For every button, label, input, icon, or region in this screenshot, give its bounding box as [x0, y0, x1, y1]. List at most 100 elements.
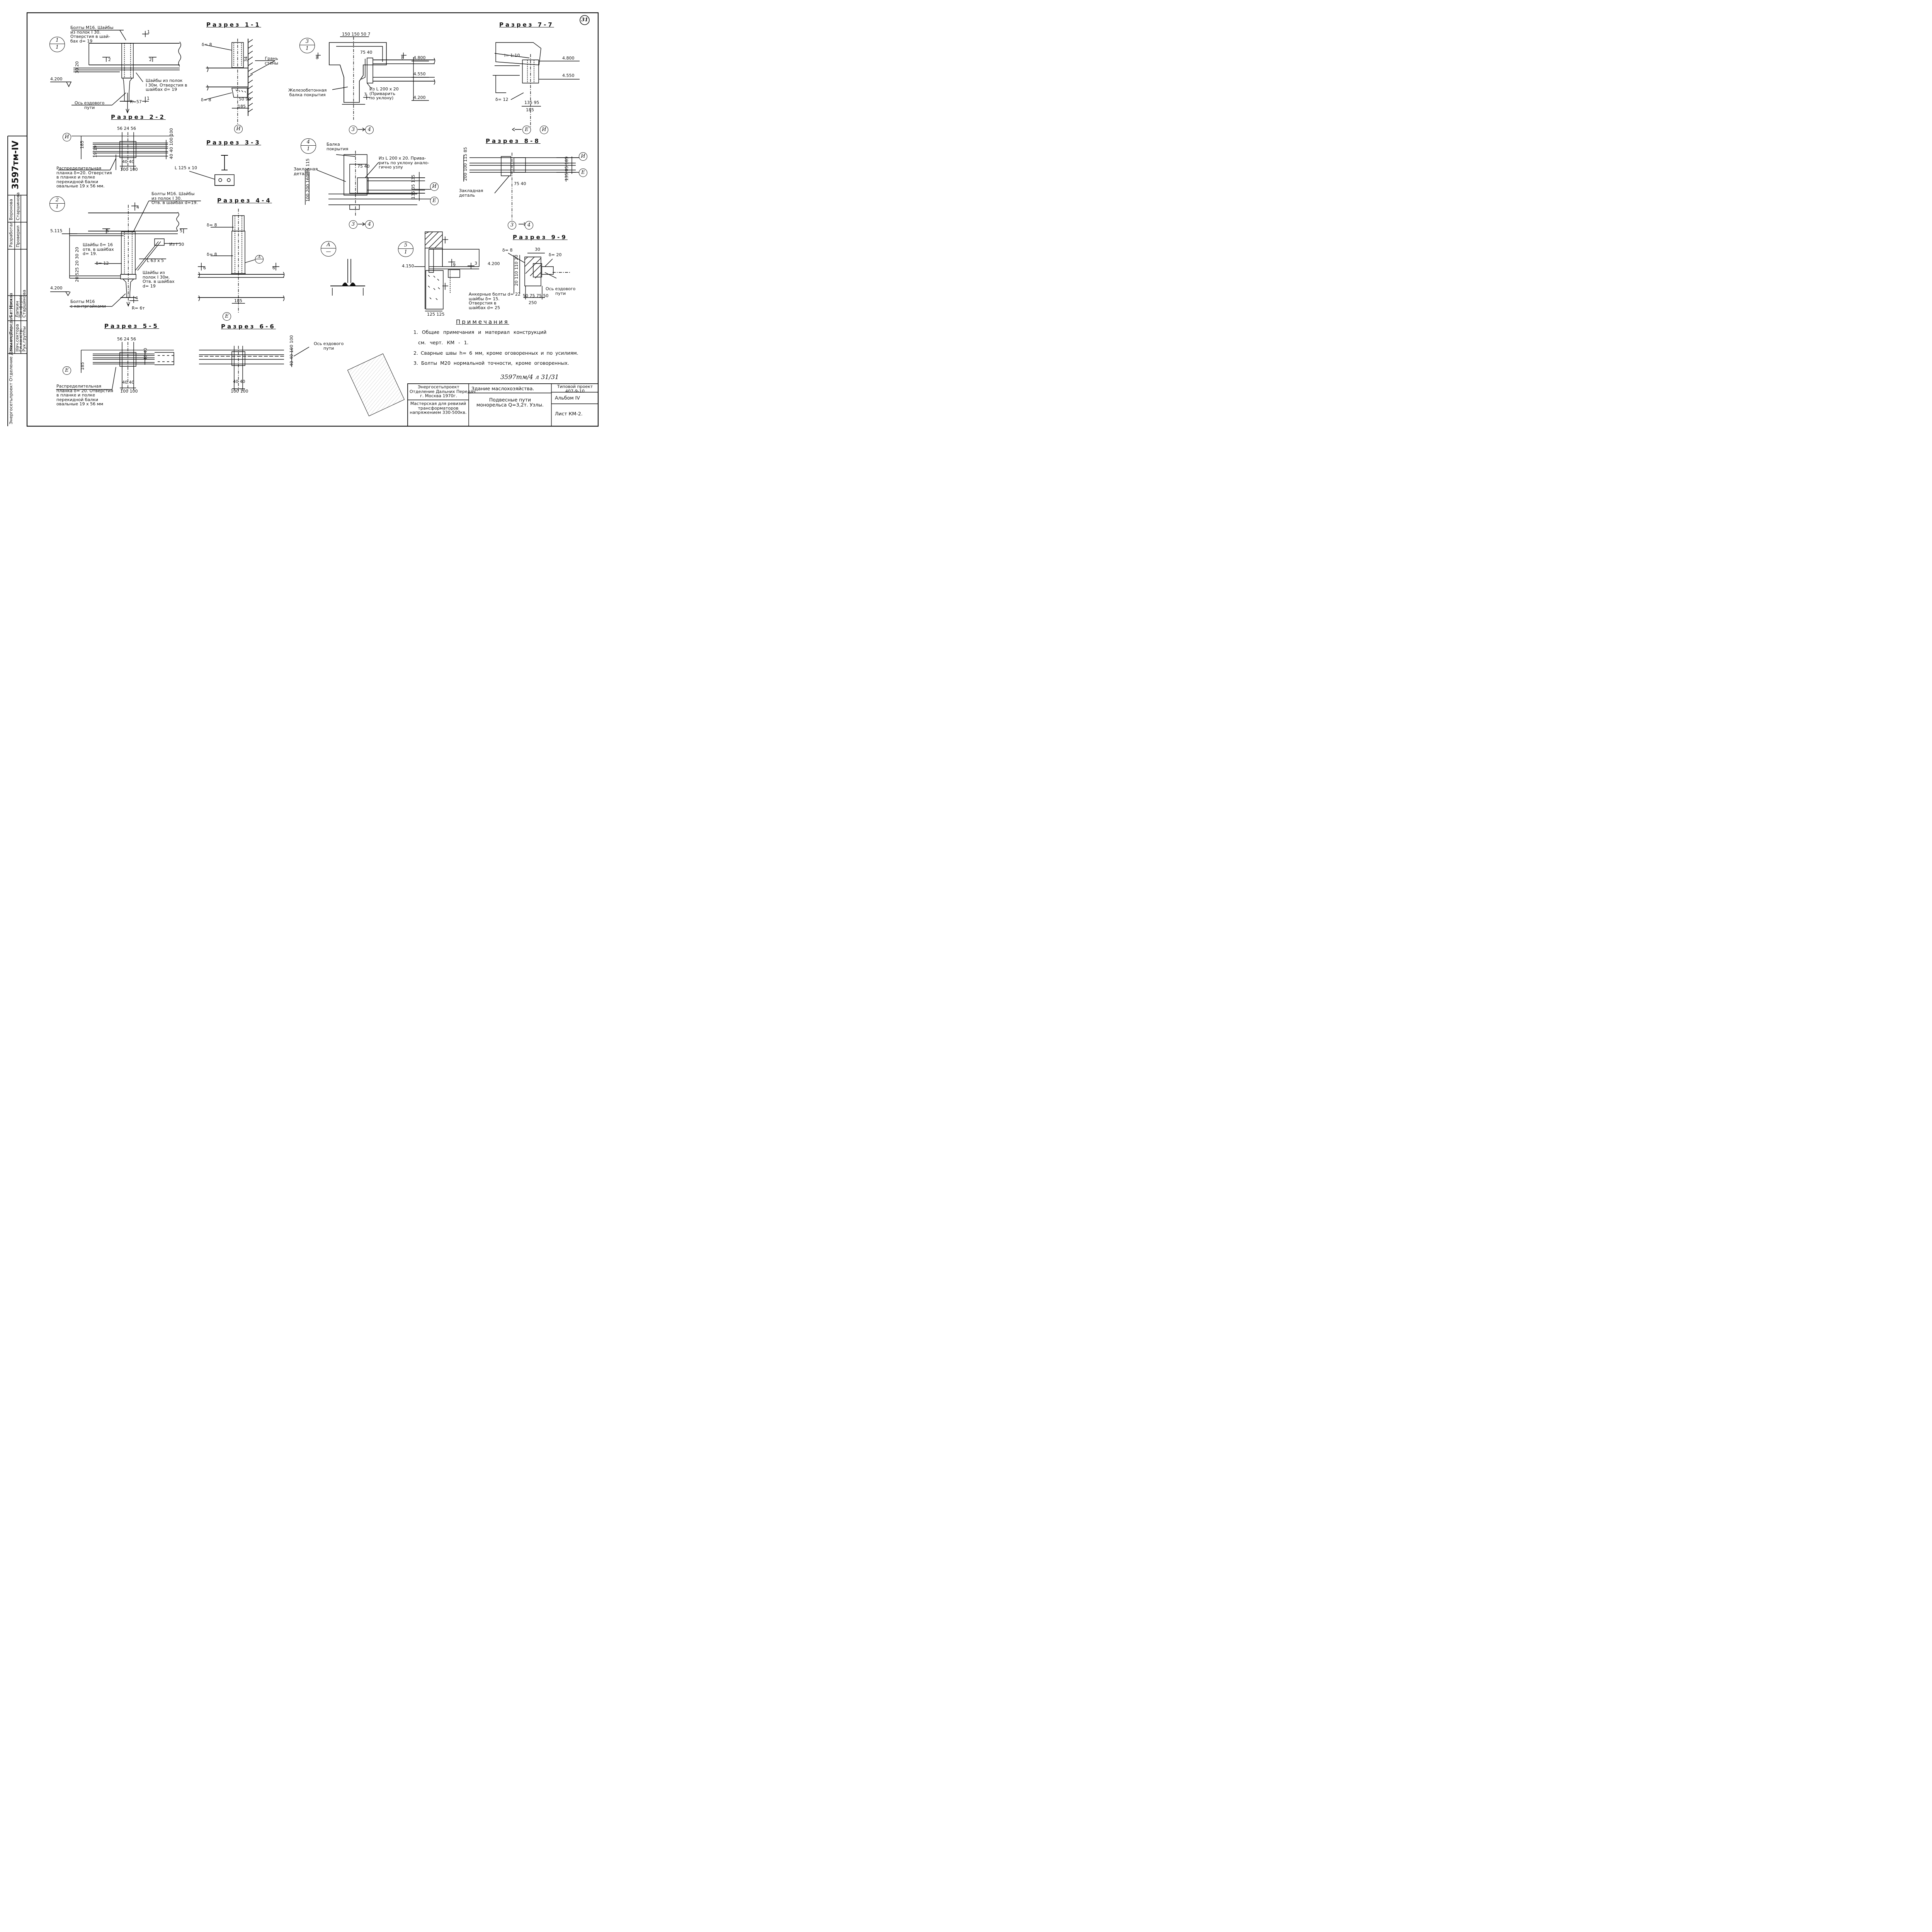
sec5-dim-left: 185 — [80, 362, 85, 370]
node-marker-1: 1 1 — [49, 37, 65, 52]
sec7-delta: δ= 12 — [495, 97, 509, 102]
node2-reaction: R= 6т — [132, 306, 145, 311]
drawing-sheet: Разрез 1-1 Разрез 2-2 Разрез 3-3 Разрез … — [0, 0, 604, 431]
sec1-dim-34: 34 — [243, 56, 248, 62]
sec4-delta-top: δ= 8 — [207, 223, 217, 228]
axis-marker-e-sec5: Е — [63, 366, 71, 375]
node-marker-a: А — — [321, 241, 336, 257]
node2-cut-5-left: 5 — [106, 228, 109, 233]
sec6-dims-mid: 40 40 — [233, 379, 245, 384]
sec4-cut-6-right: 6 — [272, 265, 275, 270]
title-album: Альбом IV — [555, 395, 580, 401]
node3-elev-2: 4.550 — [413, 71, 426, 77]
section-title-7-7: Разрез 7-7 — [499, 21, 554, 28]
sec4-delta-mid: δ= 8 — [207, 252, 217, 257]
node-marker-2: 2 1 — [49, 196, 65, 212]
sec8-dims-left: 200 100 115 85 — [463, 147, 468, 181]
section-title-5-5: Разрез 5-5 — [104, 323, 159, 330]
side-name2-1: Воронова — [9, 199, 14, 220]
side-role-4: Рук.группы — [22, 326, 27, 352]
node3-beam-note: Железобетонная балка покрытия — [288, 88, 327, 97]
node3-cut-8-left: 8 — [316, 55, 318, 60]
section-title-9-9: Разрез 9-9 — [513, 234, 568, 241]
title-workshop: Мастерская для ревизий трансформаторов н… — [410, 401, 467, 415]
node1-washers-note: Шайбы из полок I 30м. Отверстия в шайбах… — [146, 78, 187, 92]
node2-cut-4-top: 4 — [136, 205, 139, 210]
sheet-number: 31 — [581, 17, 588, 23]
axis-marker-i-sec7: И — [540, 126, 548, 134]
sec9-delta20: δ= 20 — [549, 252, 562, 257]
side-name-4: Старшинова — [22, 289, 27, 318]
node5-dims: 125 125 — [427, 312, 445, 317]
sec9-dims: 50 75 75 50 — [523, 293, 549, 298]
node1-elevation: 4.200 — [50, 77, 63, 82]
sec6-axis-note: Ось ездового пути — [314, 341, 344, 351]
node4-dims-mid: 75 40 — [357, 164, 370, 169]
axis-marker-4-node4: 4 — [365, 220, 374, 229]
node2-washers-bottom: Шайбы из полок I 30м. Отв. в шайбах d= 1… — [143, 270, 175, 289]
sec9-anchor-note: Анкерные болты d= 22 шайбы δ= 15. Отверс… — [469, 292, 521, 310]
notes-item-3: 3. Болты М20 нормальной точности, кроме … — [413, 360, 569, 366]
side-role2-2: Проверил — [15, 225, 20, 247]
axis-marker-e-sec4: Е — [223, 312, 231, 321]
node1-cut-1-bottom: 1 — [147, 96, 150, 101]
node2-elev-bot: 4.200 — [50, 286, 63, 291]
sec5-dim-right: 40 40 — [143, 348, 148, 361]
sec7-slope: i= 1:10 — [504, 53, 520, 58]
side-role2-1: Разработал — [9, 221, 14, 247]
axis-marker-i-node4: И — [430, 182, 439, 191]
section-title-3-3: Разрез 3-3 — [206, 139, 261, 146]
node3-angle-note: Из L 200 х 20 (Приварить по уклону) — [369, 87, 399, 101]
sec2-dim-left2: 19 19 — [93, 145, 98, 158]
axis-marker-i-sec1: И — [234, 125, 243, 133]
side-code: 3597тм-IV — [11, 140, 20, 189]
sec2-dims-mid: 40 40 — [122, 159, 134, 164]
sec8-dims-mid: 75 40 — [514, 181, 526, 186]
node5-elev-1: 4.150 — [402, 264, 414, 269]
sec9-delta8: δ= 8 — [502, 248, 513, 253]
side-name-1: Батурин — [9, 299, 14, 318]
axis-marker-3-node4: 3 — [349, 220, 357, 229]
axis-marker-3-node3: 3 — [349, 126, 357, 134]
node2-cut-5-right: 5 — [180, 228, 182, 233]
side-role-1: Нач.отдела — [9, 326, 14, 352]
node2-i30-label: Из I 30 — [169, 242, 184, 247]
node1-bolts-note: Болты М16. Шайбы из полок I 30. Отверсти… — [70, 25, 114, 44]
axis-marker-4-sec8: 4 — [525, 221, 533, 230]
node1-dim-30-20: 30 20 — [75, 61, 80, 74]
node2-elev-top: 5.115 — [50, 228, 63, 233]
sec7-elev-2: 4.550 — [562, 73, 575, 78]
section-title-2-2: Разрез 2-2 — [111, 114, 166, 121]
section-title-6-6: Разрез 6-6 — [221, 323, 276, 330]
node3-dims-top: 150 150 50 7 — [342, 32, 371, 37]
sec8-dims-right: 135 05 185 — [564, 156, 569, 181]
sec4-cut-6-left: 6 — [203, 265, 206, 270]
sec2-plank-note: Распределительная планка δ=20. Отверстия… — [56, 166, 112, 189]
drawing-linework — [0, 0, 604, 431]
node4-dims-left: 100 200 160 85 115 — [305, 158, 310, 202]
sec7-elev-1: 4.800 — [562, 56, 575, 61]
node-marker-4: 4 1 — [301, 138, 316, 154]
sec5-plank-note: Распределительная планка δ= 20. Отверсти… — [56, 384, 113, 407]
notes-item-1b: см. черт. КМ - 1. — [418, 340, 469, 345]
node4-beam-note: Балка покрытия — [327, 142, 349, 151]
node2-dims-vertical: 20 525 20 30 20 — [75, 247, 80, 282]
node3-elev-3: 4.200 — [413, 95, 426, 100]
section-title-8-8: Разрез 8-8 — [486, 138, 541, 145]
node-marker-5: 5 1 — [398, 242, 413, 257]
sec5-dims-top: 56 24 56 — [117, 337, 136, 342]
sec5-dims-mid: 40 40 — [122, 380, 134, 385]
sec1-delta-bottom: δ= 8 — [201, 97, 211, 102]
sec7-dim-185: 185 — [526, 107, 534, 112]
node1-cut-1-top: 1 — [147, 29, 150, 34]
sec9-axis-note: Ось ездового пути — [546, 286, 576, 296]
sec5-dims-bot: 100 100 — [120, 389, 138, 394]
axis-marker-i-sec2: И — [63, 133, 71, 141]
axis-marker-3-sec8: 3 — [508, 221, 516, 230]
sec6-dims-bot: 100 100 — [231, 389, 248, 394]
axis-marker-i-sec8: И — [579, 152, 587, 161]
title-building: Здание маслохозяйства. — [471, 386, 534, 391]
sec9-dim-30: 30 — [535, 247, 540, 252]
sec4-marker-a: А — [255, 255, 264, 264]
section-title-1-1: Разрез 1-1 — [206, 21, 261, 28]
